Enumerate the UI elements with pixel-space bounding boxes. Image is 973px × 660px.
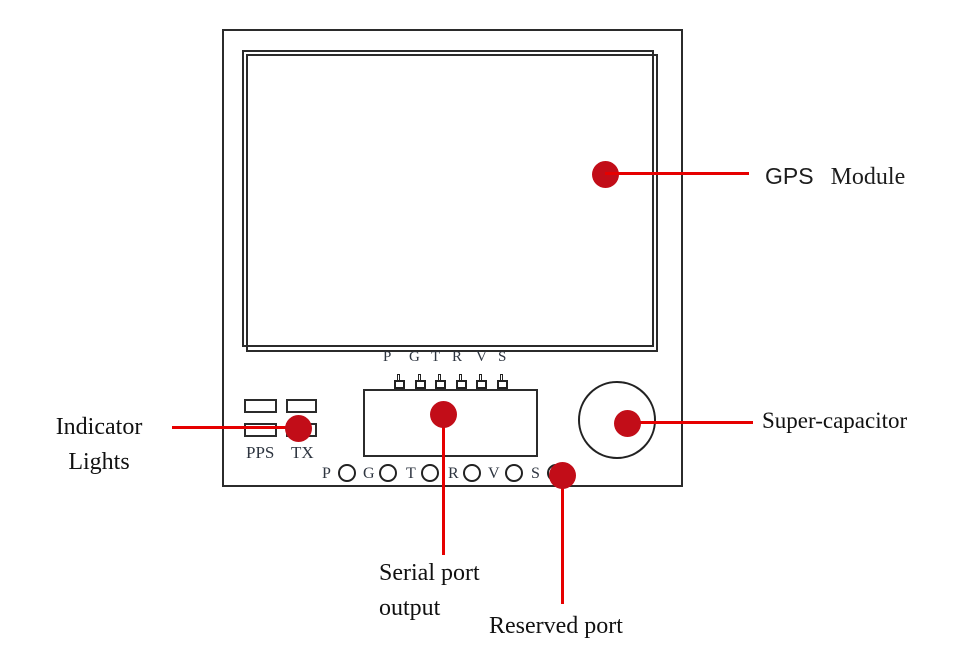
header-pin-icon — [476, 374, 488, 390]
pin-label-p: P — [383, 349, 392, 365]
board-outline — [222, 29, 683, 487]
port-label-t: T — [406, 465, 416, 482]
port-label-p: P — [322, 465, 331, 482]
super-capacitor-outline — [578, 381, 656, 459]
led-label-tx: TX — [291, 443, 314, 462]
port-label-g: G — [363, 465, 375, 482]
callout-line-indicator-lights — [172, 426, 300, 429]
callout-dot-indicator-lights — [285, 415, 312, 442]
callout-dot-super-capacitor — [614, 410, 641, 437]
gps-module-outline-inner — [246, 54, 658, 352]
gps-module-outline-outer — [242, 50, 654, 347]
header-pin-icon — [456, 374, 468, 390]
led-label-pps: PPS — [246, 443, 275, 462]
indicator-lights-label-line2: Lights — [68, 449, 130, 475]
header-pin-icon — [394, 374, 406, 390]
port-circle — [379, 464, 397, 482]
port-circle — [421, 464, 439, 482]
header-pin-icon — [415, 374, 427, 390]
port-label-s: S — [531, 465, 540, 482]
indicator-lights-label-line1: Indicator — [55, 414, 143, 440]
gps-module-label: GPS Module — [765, 163, 905, 191]
header-pin-icon — [497, 374, 509, 390]
indicator-led-rect — [286, 399, 317, 413]
serial-port-label-line2: output — [379, 595, 441, 621]
pin-label-g: G — [409, 349, 420, 365]
port-circle — [463, 464, 481, 482]
pin-label-s: S — [498, 349, 507, 365]
pin-label-v: V — [476, 349, 487, 365]
callout-line-reserved-port — [561, 475, 564, 604]
serial-port-label-line1: Serial port — [379, 560, 480, 586]
header-pin-icon — [435, 374, 447, 390]
indicator-led-rect — [244, 423, 277, 437]
serial-connector-outline — [363, 389, 538, 457]
callout-dot-reserved-port — [549, 462, 576, 489]
port-label-v: V — [488, 465, 500, 482]
callout-line-serial-port — [442, 414, 445, 555]
pin-label-r: R — [452, 349, 463, 365]
gps-module-label-part1: GPS — [765, 163, 814, 189]
callout-dot-serial-port — [430, 401, 457, 428]
serial-port-label: Serial port output — [379, 556, 480, 626]
super-capacitor-label: Super-capacitor — [762, 408, 908, 433]
reserved-port-label: Reserved port — [489, 613, 623, 639]
pin-label-t: T — [431, 349, 441, 365]
indicator-led-rect — [244, 399, 277, 413]
callout-line-gps-module — [605, 172, 749, 175]
port-label-r: R — [448, 465, 459, 482]
indicator-lights-label: Indicator Lights — [38, 410, 160, 480]
port-circle — [505, 464, 523, 482]
port-circle — [338, 464, 356, 482]
gps-module-label-part2: Module — [830, 164, 906, 190]
callout-line-super-capacitor — [627, 421, 753, 424]
